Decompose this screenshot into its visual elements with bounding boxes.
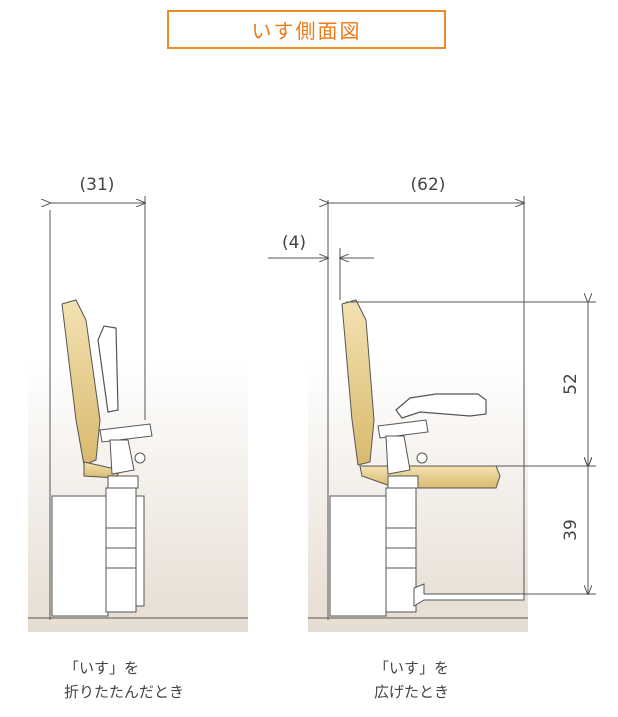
caption-folded: 「いす」を 折りたたんだとき — [64, 656, 184, 704]
footrest — [413, 583, 525, 607]
caption-folded-line-2: 折りたたんだとき — [64, 683, 185, 701]
carriage — [385, 487, 417, 613]
dim-label-offset: (4) — [282, 233, 306, 253]
folded-chair-view: (31) — [28, 175, 248, 632]
caption-folded-line-1: 「いす」を — [64, 659, 140, 677]
armrest-folded — [97, 325, 119, 413]
armrest-open — [395, 393, 487, 419]
open-chair-view: (62) (4) 52 39 — [268, 175, 596, 632]
diagram-title: いす側面図 — [167, 10, 446, 49]
dim-label-folded-depth: (31) — [80, 175, 115, 195]
dim-label-backrest-height: 52 — [561, 373, 581, 395]
caption-open-line-2: 広げたとき — [374, 683, 450, 701]
dim-label-open-depth: (62) — [411, 175, 446, 195]
backrest — [61, 299, 101, 466]
backrest — [341, 299, 375, 466]
rail-box — [329, 495, 387, 617]
caption-open: 「いす」を 広げたとき — [374, 656, 449, 704]
caption-open-line-1: 「いす」を — [374, 659, 450, 677]
carriage — [105, 487, 137, 613]
rail-box — [51, 495, 109, 617]
dim-label-seat-height: 39 — [561, 519, 581, 541]
